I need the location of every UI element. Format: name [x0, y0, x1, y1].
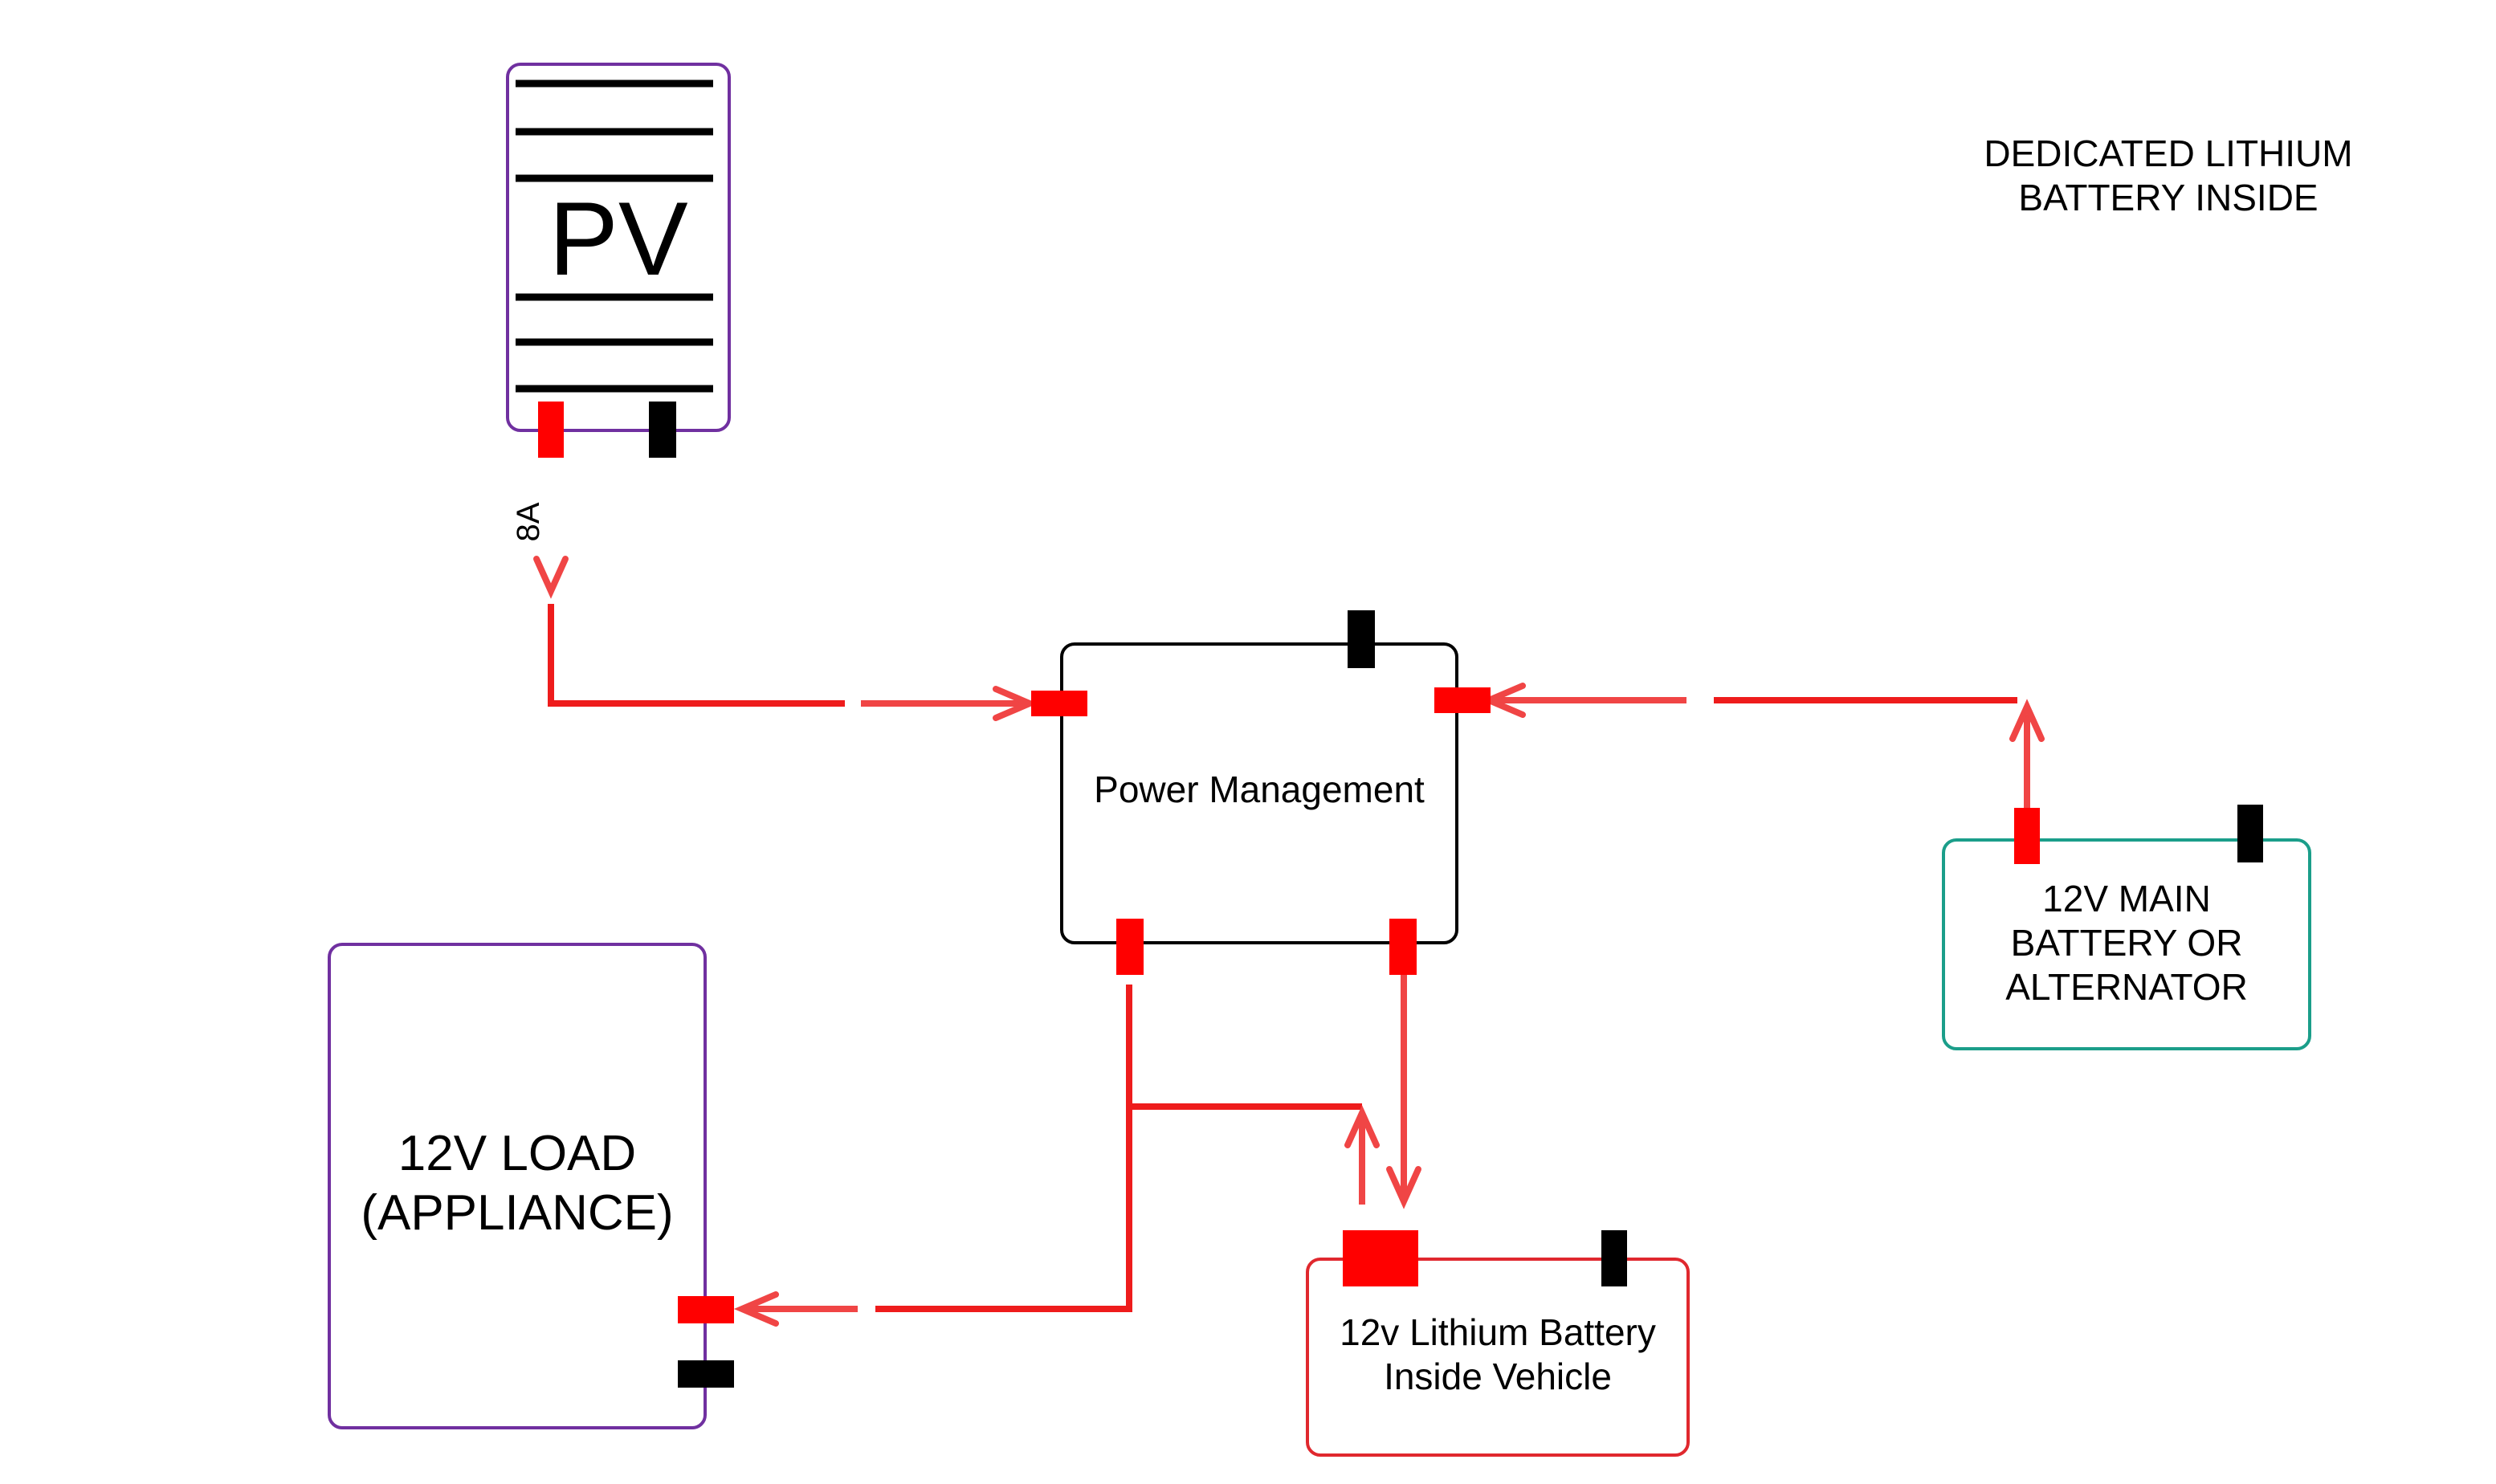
pm-load-output-terminal [1116, 919, 1144, 975]
pv-panel [506, 63, 731, 432]
pm-lithium-output-terminal [1389, 919, 1417, 975]
main-positive-terminal [2014, 808, 2040, 864]
load-negative-terminal [678, 1360, 734, 1388]
terminals [538, 402, 2263, 1388]
diagram-title: DEDICATED LITHIUM BATTERY INSIDE [1984, 132, 2353, 219]
lithium-positive-terminal [1343, 1230, 1418, 1286]
pv-positive-terminal [538, 402, 564, 458]
power-management-label: Power Management [1094, 768, 1425, 810]
lithium-negative-terminal [1601, 1230, 1627, 1286]
arrow-lithium-up [1344, 1105, 1380, 1148]
arrow-main-up [2009, 699, 2045, 742]
wires [548, 604, 2030, 1312]
wire-pv-to-pm-a [548, 604, 845, 707]
pm-main-input-terminal [1434, 687, 1491, 713]
pv-panel-lines [516, 80, 713, 393]
pm-pv-input-terminal [1031, 691, 1087, 716]
pv-negative-terminal [649, 402, 676, 458]
main-battery-box [1942, 838, 2311, 1050]
load-positive-terminal [678, 1296, 734, 1323]
arrow-into-pm-left [993, 686, 1038, 721]
arrow-pv-down [533, 556, 569, 599]
lithium-battery-box [1306, 1258, 1690, 1457]
pv-label: PV [549, 180, 688, 297]
arrow-into-load [733, 1291, 779, 1327]
lithium-battery-label: 12v Lithium Battery Inside Vehicle [1340, 1311, 1656, 1398]
power-management-box [1060, 642, 1458, 944]
wire-pm-to-load-a [875, 985, 1132, 1312]
main-negative-terminal [2237, 805, 2263, 862]
load-label: 12V LOAD (APPLIANCE) [361, 1126, 674, 1241]
arrow-into-lithium [1386, 1166, 1421, 1209]
load-appliance-box [328, 943, 707, 1429]
pm-negative-terminal [1348, 610, 1375, 668]
main-battery-label: 12V MAIN BATTERY OR ALTERNATOR [2005, 878, 2248, 1009]
pv-current-label: 8A [511, 502, 546, 542]
arrows [533, 556, 2045, 1327]
